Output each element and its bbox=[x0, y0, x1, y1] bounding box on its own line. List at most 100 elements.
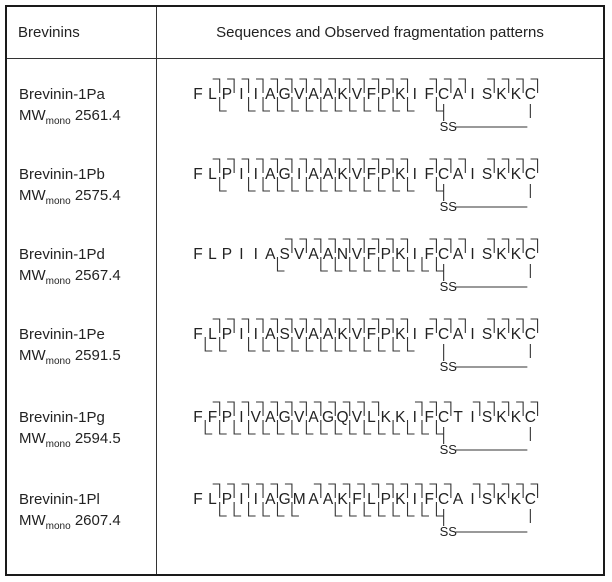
y-ion-bracket bbox=[334, 502, 343, 517]
y-ion-bracket bbox=[305, 420, 314, 435]
residue: C bbox=[525, 86, 536, 103]
residue: I bbox=[239, 86, 243, 103]
b-ion-bracket bbox=[487, 238, 495, 253]
b-ion-bracket bbox=[342, 401, 351, 416]
residue: A bbox=[308, 166, 319, 183]
b-ion-bracket bbox=[386, 318, 394, 333]
residue: C bbox=[525, 166, 536, 183]
residue: K bbox=[395, 246, 406, 263]
residue: K bbox=[496, 491, 507, 508]
peptide-name: Brevinin-1Pg bbox=[19, 409, 105, 426]
residue: M bbox=[293, 491, 306, 508]
residue: A bbox=[308, 246, 319, 263]
y-ion-bracket bbox=[305, 97, 314, 112]
disulfide-label: SS bbox=[440, 119, 458, 134]
residue: I bbox=[239, 326, 243, 343]
y-ion-bracket bbox=[276, 420, 285, 435]
residue: C bbox=[438, 166, 449, 183]
residue: A bbox=[308, 409, 319, 426]
residue: K bbox=[337, 166, 348, 183]
b-ion-bracket bbox=[443, 158, 452, 173]
residue: P bbox=[381, 326, 391, 343]
y-ion-bracket bbox=[392, 257, 401, 272]
y-ion-bracket bbox=[291, 420, 299, 435]
residue: I bbox=[470, 246, 474, 263]
residue: I bbox=[413, 166, 417, 183]
residue: I bbox=[413, 409, 417, 426]
residue: I bbox=[470, 491, 474, 508]
b-ion-bracket bbox=[342, 483, 351, 498]
b-ion-bracket bbox=[516, 238, 524, 253]
y-ion-bracket bbox=[349, 177, 357, 192]
residue: A bbox=[265, 491, 276, 508]
residue: C bbox=[525, 491, 536, 508]
y-ion-bracket bbox=[291, 502, 299, 517]
residue: A bbox=[453, 326, 464, 343]
b-ion-bracket bbox=[443, 483, 452, 498]
residue: C bbox=[438, 246, 449, 263]
disulfide-label: SS bbox=[440, 442, 458, 457]
residue: G bbox=[279, 166, 291, 183]
residue: S bbox=[482, 246, 492, 263]
residue: S bbox=[482, 166, 492, 183]
y-ion-bracket bbox=[363, 257, 372, 272]
residue: F bbox=[424, 326, 433, 343]
y-ion-bracket bbox=[392, 337, 401, 352]
b-ion-bracket bbox=[270, 78, 279, 93]
residue: I bbox=[239, 491, 243, 508]
disulfide-label: SS bbox=[440, 199, 458, 214]
residue: V bbox=[352, 409, 363, 426]
y-ion-bracket bbox=[406, 257, 415, 272]
y-ion-bracket bbox=[392, 502, 401, 517]
peptide-name: Brevinin-1Pa bbox=[19, 86, 105, 103]
residue: F bbox=[193, 491, 202, 508]
residue: G bbox=[322, 409, 334, 426]
b-ion-bracket bbox=[386, 78, 394, 93]
b-ion-bracket bbox=[472, 483, 481, 498]
y-ion-bracket bbox=[406, 97, 415, 112]
y-ion-bracket bbox=[248, 420, 256, 435]
residue: S bbox=[482, 326, 492, 343]
b-ion-bracket bbox=[400, 483, 409, 498]
peptide-name: Brevinin-1Pb bbox=[19, 166, 105, 183]
residue: K bbox=[395, 86, 406, 103]
y-ion-bracket bbox=[276, 177, 285, 192]
residue: V bbox=[294, 86, 305, 103]
b-ion-bracket bbox=[357, 158, 365, 173]
b-ion-bracket bbox=[429, 238, 437, 253]
b-ion-bracket bbox=[342, 78, 351, 93]
disulfide-label: SS bbox=[440, 524, 458, 539]
y-ion-bracket bbox=[219, 502, 227, 517]
b-ion-bracket bbox=[212, 158, 221, 173]
b-ion-bracket bbox=[371, 158, 380, 173]
y-ion-bracket bbox=[248, 97, 256, 112]
b-ion-bracket bbox=[429, 78, 437, 93]
y-ion-bracket bbox=[320, 97, 328, 112]
y-ion-bracket bbox=[320, 420, 328, 435]
b-ion-bracket bbox=[256, 78, 264, 93]
y-ion-bracket bbox=[262, 177, 271, 192]
residue: F bbox=[424, 409, 433, 426]
residue: A bbox=[265, 326, 276, 343]
y-ion-bracket bbox=[248, 177, 256, 192]
y-ion-bracket bbox=[349, 337, 357, 352]
residue: N bbox=[337, 246, 348, 263]
residue: L bbox=[367, 491, 376, 508]
residue: P bbox=[381, 491, 391, 508]
residue: V bbox=[352, 86, 363, 103]
b-ion-bracket bbox=[299, 78, 307, 93]
b-ion-bracket bbox=[328, 238, 336, 253]
residue: L bbox=[208, 166, 217, 183]
residue: G bbox=[279, 86, 291, 103]
b-ion-bracket bbox=[357, 401, 365, 416]
residue: I bbox=[239, 166, 243, 183]
y-ion-bracket bbox=[262, 502, 271, 517]
y-ion-bracket bbox=[219, 420, 227, 435]
b-ion-bracket bbox=[227, 483, 235, 498]
b-ion-bracket bbox=[299, 158, 307, 173]
y-ion-bracket bbox=[334, 420, 343, 435]
residue: I bbox=[297, 166, 301, 183]
